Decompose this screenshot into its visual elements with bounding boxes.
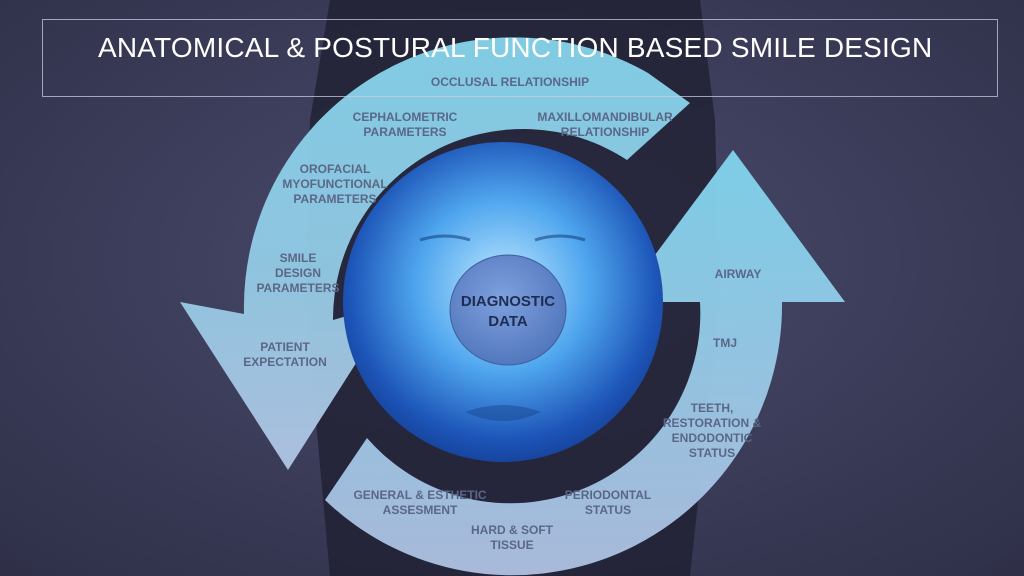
label-orofacial-myofunctional-parameters: OROFACIAL MYOFUNCTIONAL PARAMETERS xyxy=(282,162,388,206)
center-diagnostic-data: DIAGNOSTIC DATA xyxy=(460,293,556,330)
label-teeth-restoration-endodontic-status: TEETH, RESTORATION & ENDODONTIC STATUS xyxy=(662,401,762,460)
label-patient-expectation: PATIENT EXPECTATION xyxy=(243,340,327,369)
label-occlusal-relationship: OCCLUSAL RELATIONSHIP xyxy=(430,75,590,89)
inner-arrow-lower-right xyxy=(325,150,845,576)
label-airway: AIRWAY xyxy=(714,267,762,281)
label-hard-soft-tissue: HARD & SOFT TISSUE xyxy=(471,523,553,552)
title-box: ANATOMICAL & POSTURAL FUNCTION BASED SMI… xyxy=(42,19,998,97)
label-cephalometric-parameters: CEPHALOMETRIC PARAMETERS xyxy=(352,110,458,139)
label-periodontal-status: PERIODONTAL STATUS xyxy=(564,488,652,517)
center-circle xyxy=(449,254,567,366)
label-tmj: TMJ xyxy=(713,336,737,350)
label-maxillomandibular-relationship: MAXILLOMANDIBULAR RELATIONSHIP xyxy=(537,110,673,139)
label-smile-design-parameters: SMILE DESIGN PARAMETERS xyxy=(256,251,340,295)
label-general-esthetic-assessment: GENERAL & ESTHETIC ASSESMENT xyxy=(353,488,487,517)
slide-title: ANATOMICAL & POSTURAL FUNCTION BASED SMI… xyxy=(98,32,933,63)
outer-arrow-upper-left xyxy=(180,37,690,470)
